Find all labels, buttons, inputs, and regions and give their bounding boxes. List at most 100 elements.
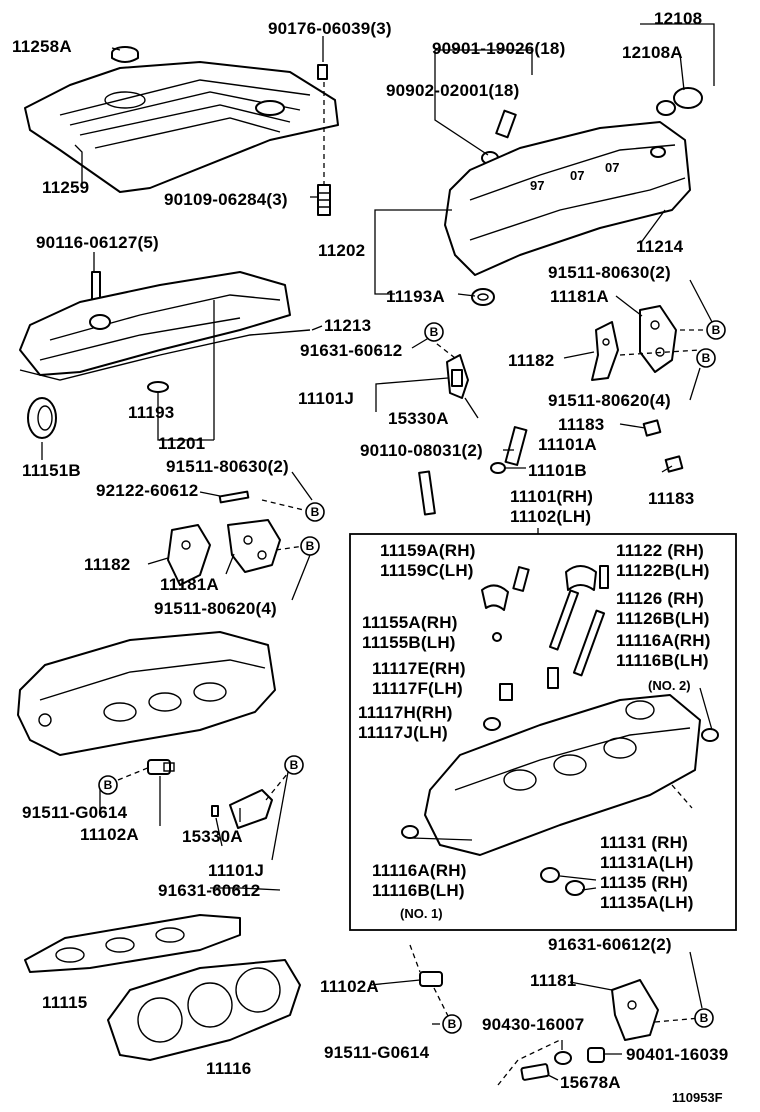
label-11182-a: 11182	[508, 351, 554, 370]
callout-b-9: B	[694, 1008, 714, 1028]
label-11116A-a: 11116A(RH)	[616, 631, 711, 650]
callout-b-8: B	[442, 1014, 462, 1034]
part-11151B-seal	[27, 397, 57, 439]
part-11101J-sensor	[446, 354, 479, 419]
callout-b-5: B	[300, 536, 320, 556]
svg-text:B: B	[700, 1011, 709, 1025]
label-90901: 90901-19026(18)	[432, 39, 565, 58]
part-11193-gasket	[147, 381, 169, 393]
label-11181: 11181	[530, 971, 576, 990]
part-11101-cylinder-head-rh	[424, 694, 701, 856]
part-90401-plug	[587, 1047, 605, 1063]
part-11115-gasket	[24, 914, 241, 973]
part-11183-bushing-a	[642, 419, 662, 437]
part-92122-stud	[218, 490, 250, 504]
label-11131A: 11131A(LH)	[600, 853, 694, 872]
label-91631-c: 91631-60612(2)	[548, 935, 672, 954]
label-11259: 11259	[42, 178, 89, 197]
label-11214: 11214	[636, 237, 684, 256]
label-11151B: 11151B	[22, 461, 81, 480]
label-91631-a: 91631-60612	[300, 341, 402, 360]
label-91631-b: 91631-60612	[158, 881, 260, 900]
callout-b-3: B	[696, 348, 716, 368]
label-11183-b: 11183	[648, 489, 694, 508]
callout-b-4: B	[305, 502, 325, 522]
part-11193A-gasket	[471, 288, 495, 306]
label-90902: 90902-02001(18)	[386, 81, 519, 100]
part-11213-gasket	[19, 329, 311, 381]
label-11102A-b: 11102A	[320, 977, 379, 996]
label-12108: 12108	[654, 9, 702, 28]
label-91511-G0614-a: 91511-G0614	[22, 803, 128, 822]
label-11117F: 11117F(LH)	[372, 679, 463, 698]
part-11116-plug-no2	[701, 728, 719, 742]
part-11182-bracket-b	[167, 524, 211, 586]
label-90430: 90430-16007	[482, 1015, 584, 1034]
label-11155B: 11155B(LH)	[362, 633, 456, 652]
inset-frame	[349, 533, 737, 931]
part-labels: 11258A 90176-06039(3) 12108 12108A 90901…	[12, 9, 728, 1105]
label-11102-lh: 11102(LH)	[510, 507, 591, 526]
part-11102-cylinder-head-lh	[17, 631, 276, 756]
svg-text:B: B	[311, 505, 320, 519]
label-11117E: 11117E(RH)	[372, 659, 466, 678]
svg-text:B: B	[104, 778, 113, 792]
label-11135: 11135 (RH)	[600, 873, 688, 892]
label-15330A-a: 15330A	[388, 409, 449, 428]
part-11122-bearing-cap	[565, 565, 609, 591]
part-11101J-sensor-b	[211, 789, 273, 829]
part-11181A-bracket-b	[227, 519, 281, 573]
part-11131-plug	[540, 867, 585, 896]
part-90176-bolt	[317, 64, 328, 80]
label-11135A: 11135A(LH)	[600, 893, 694, 912]
part-11201-head-cover	[19, 271, 291, 376]
label-11101-rh: 11101(RH)	[510, 487, 593, 506]
label-11193: 11193	[128, 403, 174, 422]
label-12108A: 12108A	[622, 43, 683, 62]
label-11181A-a: 11181A	[550, 287, 609, 306]
label-91511-80630-a: 91511-80630(2)	[548, 263, 671, 282]
label-11122: 11122 (RH)	[616, 541, 704, 560]
part-90116-stud	[91, 271, 101, 301]
label-15678A: 15678A	[560, 1073, 621, 1092]
label-15330A-b: 15330A	[182, 827, 243, 846]
label-90116: 90116-06127(5)	[36, 233, 159, 252]
part-11181-bracket	[611, 979, 659, 1041]
label-11116B-a: 11116B(LH)	[616, 651, 709, 670]
part-11259-engine-cover	[24, 61, 339, 193]
part-11181A-bracket-a	[639, 305, 677, 373]
part-11159-valve-guide	[512, 566, 530, 592]
label-11213: 11213	[324, 316, 371, 335]
part-90109-stud	[317, 184, 331, 216]
label-91511-80620-b: 91511-80620(4)	[154, 599, 277, 618]
part-11126-tube	[547, 589, 606, 689]
label-91511-80620-a: 91511-80620(4)	[548, 391, 671, 410]
label-11126: 11126 (RH)	[616, 589, 704, 608]
label-90109: 90109-06284(3)	[164, 190, 288, 209]
label-11201: 11201	[158, 434, 205, 453]
svg-text:B: B	[448, 1017, 457, 1031]
part-15678A-fitting	[520, 1063, 550, 1081]
label-11117J: 11117J(LH)	[358, 723, 448, 742]
label-11116: 11116	[206, 1059, 251, 1078]
label-91511-80630-b: 91511-80630(2)	[166, 457, 289, 476]
label-11155A: 11155A(RH)	[362, 613, 458, 632]
label-11101J-b: 11101J	[208, 861, 264, 880]
label-11116A-b: 11116A(RH)	[372, 861, 467, 880]
label-11116B-b: 11116B(LH)	[372, 881, 465, 900]
svg-text:B: B	[702, 351, 711, 365]
part-11116-plug-no1	[401, 825, 419, 839]
part-90430-gasket	[554, 1051, 572, 1065]
callout-b-1: B	[424, 322, 444, 342]
label-90401: 90401-16039	[626, 1045, 728, 1064]
part-12108A-cap	[656, 87, 703, 116]
part-11116-head-gasket	[107, 959, 301, 1061]
svg-text:07: 07	[570, 168, 584, 183]
callout-b-7: B	[284, 755, 304, 775]
callout-b-2: B	[706, 320, 726, 340]
label-11101A: 11101A	[538, 435, 597, 454]
diagram-id: 110953F	[672, 1090, 723, 1105]
svg-text:97: 97	[530, 178, 544, 193]
